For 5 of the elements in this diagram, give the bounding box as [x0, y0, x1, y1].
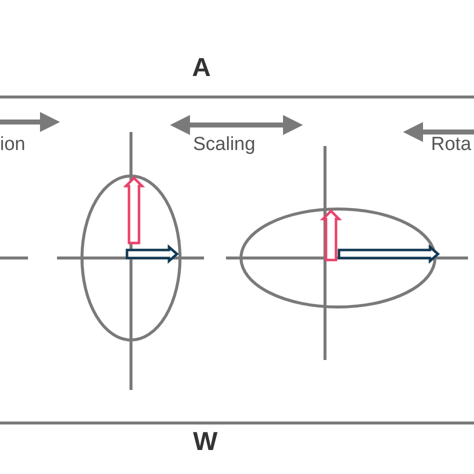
matrix-label: A: [192, 54, 211, 80]
transform-label: Rota: [431, 135, 472, 154]
transform-label: Scaling: [193, 135, 256, 154]
transform-label: ion: [0, 135, 26, 154]
matrix-label: W: [193, 428, 218, 454]
